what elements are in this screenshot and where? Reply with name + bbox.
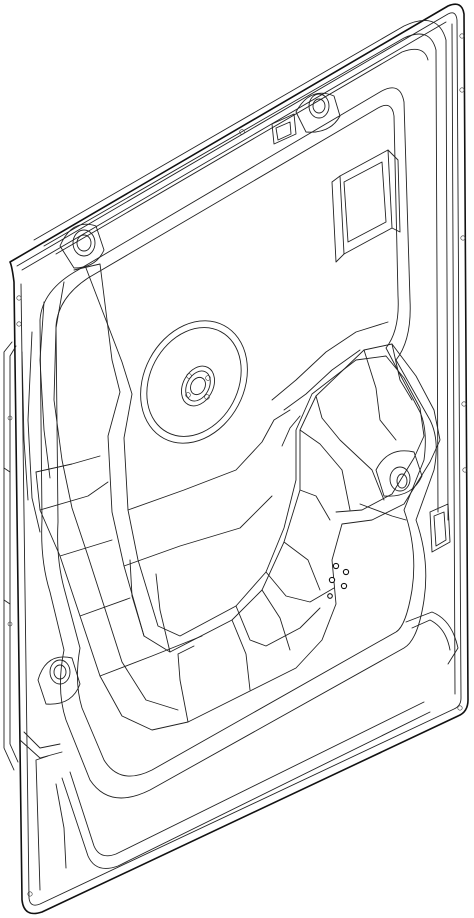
lower-left-mount-boss	[19, 656, 81, 759]
upper-right-tab	[331, 149, 401, 263]
fastener-holes	[7, 33, 468, 897]
right-edge-notch	[429, 503, 451, 553]
outer-panel-outline	[9, 3, 469, 915]
top-rim	[33, 20, 449, 521]
bottom-right-fold	[405, 611, 459, 665]
center-disc-boss	[140, 320, 248, 444]
lower-rim	[35, 701, 431, 891]
stiffening-channel	[21, 263, 441, 731]
left-edge-fold	[3, 341, 19, 771]
top-mount-bosses	[59, 92, 341, 269]
right-mount-boss	[359, 450, 423, 521]
channel-ribs	[35, 321, 413, 723]
hole-cluster	[327, 562, 350, 599]
recess-outline	[39, 87, 437, 799]
